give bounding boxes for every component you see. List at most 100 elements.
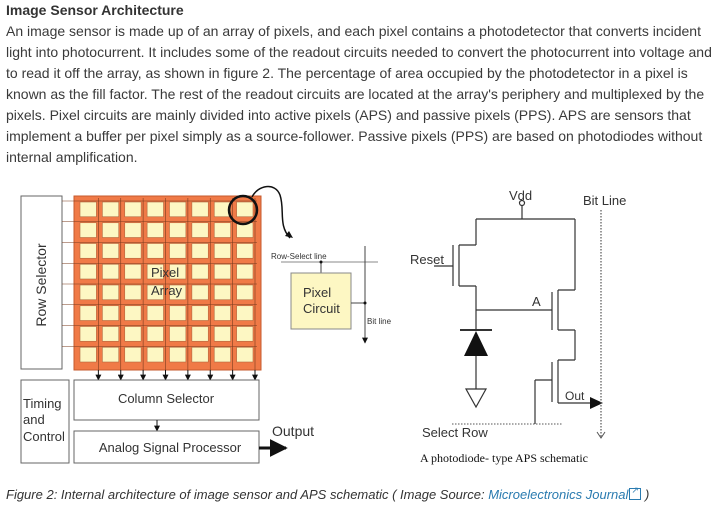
- pixel-cell: [146, 305, 164, 321]
- pixel-cell: [146, 243, 164, 259]
- pixel-cell: [236, 346, 254, 363]
- pixel-cell: [102, 326, 120, 342]
- pixel-cell: [191, 263, 209, 280]
- analog-signal-processor-block: Analog Signal Processor: [73, 430, 260, 464]
- pixel-cell: [169, 305, 187, 321]
- reset-label: Reset: [410, 252, 444, 267]
- pixel-cell: [146, 263, 164, 280]
- pixel-cell: [213, 243, 231, 259]
- pixel-cell: [124, 201, 142, 218]
- pixel-cell: [191, 284, 209, 301]
- vdd-label: Vdd: [509, 188, 532, 203]
- paragraph-line: An image sensor is made up of an array o…: [6, 23, 701, 39]
- external-link-icon[interactable]: [629, 485, 642, 500]
- pixel-cell: [102, 222, 120, 238]
- pixel-cell: [124, 326, 142, 342]
- analog-signal-processor-label: Analog Signal Processor: [99, 440, 242, 455]
- highlight-circle: [227, 194, 259, 226]
- output-label: Output: [272, 423, 314, 439]
- pixel-cell: [191, 346, 209, 363]
- pixel-cell: [236, 284, 254, 301]
- pixel-cell: [169, 284, 187, 301]
- pixel-cell: [213, 263, 231, 280]
- pixel-cell: [124, 243, 142, 259]
- pixel-cell: [169, 326, 187, 342]
- pixel-cell: [191, 201, 209, 218]
- select-row-label: Select Row: [422, 425, 488, 440]
- pixel-cell: [169, 222, 187, 238]
- pixel-cell: [102, 346, 120, 363]
- photodiode-icon: [464, 331, 488, 356]
- pixel-cell: [191, 326, 209, 342]
- schematic-title: A photodiode- type APS schematic: [420, 451, 588, 465]
- row-select-line-label: Row-Select line: [271, 252, 327, 261]
- out-arrowhead: [590, 397, 603, 409]
- bit-line-label: Bit Line: [583, 193, 626, 208]
- pixel-cell: [146, 346, 164, 363]
- pixel-cell: [191, 243, 209, 259]
- pixel-circuit-block: Pixel Circuit: [290, 272, 352, 330]
- pixel-cell: [213, 326, 231, 342]
- pointer-curve: [251, 185, 291, 239]
- pixel-cell: [124, 346, 142, 363]
- column-selector-block: Column Selector: [73, 379, 260, 421]
- pixel-cell: [236, 201, 254, 218]
- timing-label-2: and: [23, 412, 45, 427]
- paragraph-line: pixels. Pixel circuits are mainly divide…: [6, 107, 691, 123]
- pixel-cell: [79, 326, 97, 342]
- pixel-cell: [79, 222, 97, 238]
- section-heading: Image Sensor Architecture: [6, 2, 184, 18]
- bit-line-small-label: Bit line: [367, 317, 392, 326]
- pixel-cell: [213, 346, 231, 363]
- out-label: Out: [565, 389, 585, 403]
- timing-label-1: Timing: [23, 396, 62, 411]
- caption-text: Figure 2: Internal architecture of image…: [6, 487, 489, 502]
- pixel-array-label-2: Array: [151, 283, 183, 298]
- pixel-cell: [191, 305, 209, 321]
- pixel-cell: [146, 201, 164, 218]
- pixel-cell: [79, 263, 97, 280]
- pixel-cell: [124, 222, 142, 238]
- pixel-cell: [169, 263, 187, 280]
- pixel-circuit-label-1: Pixel: [303, 285, 331, 300]
- pixel-cell: [79, 243, 97, 259]
- pixel-cell: [102, 201, 120, 218]
- paragraph-line: implement a buffer per pixel simply as a…: [6, 128, 703, 144]
- pixel-cell: [146, 326, 164, 342]
- node-a-label: A: [532, 294, 541, 309]
- pixel-cell: [124, 263, 142, 280]
- row-selector-block: Row Selector: [20, 195, 63, 370]
- pixel-cell: [213, 284, 231, 301]
- article-paragraph: An image sensor is made up of an array o…: [6, 21, 721, 168]
- pixel-cell: [79, 346, 97, 363]
- column-arrows: [95, 370, 258, 381]
- pixel-cell: [102, 284, 120, 301]
- pixel-cell: [169, 201, 187, 218]
- pixel-cell: [102, 305, 120, 321]
- pixel-cell: [236, 305, 254, 321]
- pixel-cell: [102, 243, 120, 259]
- pixel-cell: [191, 222, 209, 238]
- pixel-cell: [102, 263, 120, 280]
- column-selector-label: Column Selector: [118, 391, 215, 406]
- timing-label-3: Control: [23, 429, 65, 444]
- paragraph-line: internal amplification.: [6, 149, 138, 165]
- pixel-cell: [236, 243, 254, 259]
- paragraph-line: to read it off the array, as shown in fi…: [6, 65, 688, 81]
- pixel-cell: [146, 284, 164, 301]
- pixel-cell: [236, 263, 254, 280]
- paragraph-line: light into photocurrent. It includes som…: [6, 44, 712, 60]
- pixel-cell: [79, 305, 97, 321]
- caption-close: ): [641, 487, 650, 502]
- pixel-cell: [213, 201, 231, 218]
- pixel-cell: [213, 222, 231, 238]
- figure-caption: Figure 2: Internal architecture of image…: [6, 485, 650, 502]
- pixel-cell: [79, 284, 97, 301]
- figure-2-image: Row Selector Pixel Array Timing and Cont…: [20, 185, 626, 465]
- pixel-cell: [124, 305, 142, 321]
- pixel-cell: [79, 201, 97, 218]
- pixel-cell: [124, 284, 142, 301]
- source-link[interactable]: Microelectronics Journal: [488, 487, 629, 502]
- row-selector-label: Row Selector: [33, 243, 49, 327]
- timing-control-block: Timing and Control: [20, 379, 70, 464]
